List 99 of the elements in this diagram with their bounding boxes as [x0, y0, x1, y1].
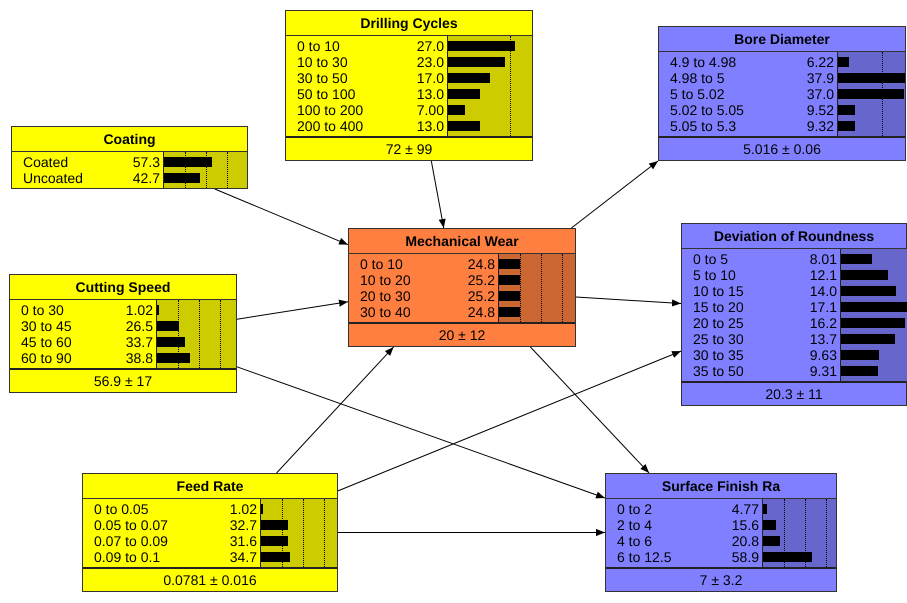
- mean-value: 7 ± 3.2: [698, 571, 744, 590]
- state-label: 100 to 200: [297, 102, 364, 118]
- probability-value: 12.1: [808, 267, 838, 283]
- probability-value: 26.5: [124, 318, 154, 334]
- state-label: 2 to 4: [617, 517, 654, 533]
- state-label: 5 to 10: [693, 267, 737, 283]
- state-label: 0.07 to 0.09: [94, 533, 169, 549]
- probability-value: 13.0: [416, 118, 445, 134]
- node-box: [348, 228, 576, 347]
- state-label: 15 to 20: [693, 299, 745, 315]
- probability-value: 32.7: [228, 517, 258, 533]
- probability-value: 57.3: [132, 154, 161, 170]
- mean-value: 20.3 ± 11: [764, 385, 824, 404]
- state-label: 5.02 to 5.05: [670, 102, 745, 118]
- mean-value: 0.0781 ± 0.016: [162, 571, 258, 590]
- mean-value: 20 ± 12: [438, 326, 486, 345]
- state-label: 0.09 to 0.1: [94, 549, 162, 565]
- state-label: 0.05 to 0.07: [94, 517, 169, 533]
- probability-value: 4.77: [730, 501, 760, 517]
- arrow: [430, 160, 446, 228]
- arrow: [214, 188, 348, 246]
- state-label: 60 to 90: [21, 350, 73, 366]
- arrow: [236, 366, 606, 498]
- probability-value: 9.52: [806, 102, 835, 118]
- state-label: 50 to 100: [297, 86, 356, 102]
- arrow: [576, 296, 682, 307]
- probability-value: 31.6: [228, 533, 258, 549]
- probability-value: 17.0: [416, 70, 445, 86]
- probability-value: 8.01: [808, 251, 838, 267]
- node-box: [681, 223, 907, 406]
- probability-value: 24.8: [466, 304, 496, 320]
- state-label: 4.9 to 4.98: [670, 54, 738, 70]
- state-label: 6 to 12.5: [617, 549, 672, 565]
- probability-value: 25.2: [466, 288, 496, 304]
- arrow: [570, 160, 658, 228]
- state-label: 10 to 30: [297, 54, 349, 70]
- state-label: 0 to 5: [693, 251, 730, 267]
- arrow: [338, 528, 606, 536]
- state-label: 45 to 60: [21, 334, 73, 350]
- probability-value: 23.0: [416, 54, 445, 70]
- probability-value: 15.6: [730, 517, 760, 533]
- state-label: 5 to 5.02: [670, 86, 726, 102]
- probability-value: 42.7: [132, 170, 161, 186]
- probability-value: 9.31: [808, 363, 838, 379]
- mean-value: 72 ± 99: [384, 140, 434, 159]
- probability-value: 24.8: [466, 256, 496, 272]
- state-label: 200 to 400: [297, 118, 364, 134]
- probability-value: 9.32: [806, 118, 835, 134]
- probability-value: 27.0: [416, 38, 445, 54]
- probability-value: 33.7: [124, 334, 154, 350]
- mean-value: 56.9 ± 17: [92, 372, 154, 391]
- state-label: 0 to 0.05: [94, 501, 150, 517]
- state-label: 0 to 2: [617, 501, 654, 517]
- node-box: [285, 10, 533, 161]
- probability-value: 37.0: [806, 86, 835, 102]
- state-label: 0 to 10: [360, 256, 404, 272]
- probability-value: 1.02: [124, 302, 154, 318]
- probability-value: 1.02: [228, 501, 258, 517]
- probability-value: 13.7: [808, 331, 838, 347]
- state-label: 20 to 25: [693, 315, 745, 331]
- state-label: 5.05 to 5.3: [670, 118, 738, 134]
- probability-value: 16.2: [808, 315, 838, 331]
- mean-value: 5.016 ± 0.06: [742, 140, 822, 159]
- arrow: [276, 346, 394, 474]
- state-label: Coated: [23, 154, 70, 170]
- probability-value: 14.0: [808, 283, 838, 299]
- node-box: [11, 126, 248, 189]
- arrow: [530, 346, 650, 474]
- state-label: 0 to 10: [297, 38, 341, 54]
- probability-value: 58.9: [730, 549, 760, 565]
- state-label: 35 to 50: [693, 363, 745, 379]
- state-label: 0 to 30: [21, 302, 65, 318]
- state-label: 20 to 30: [360, 288, 412, 304]
- state-label: 4.98 to 5: [670, 70, 726, 86]
- probability-value: 34.7: [228, 549, 258, 565]
- probability-value: 38.8: [124, 350, 154, 366]
- state-label: 10 to 20: [360, 272, 412, 288]
- probability-value: 20.8: [730, 533, 760, 549]
- probability-value: 37.9: [806, 70, 835, 86]
- state-label: 10 to 15: [693, 283, 745, 299]
- node-box: [658, 26, 906, 161]
- arrow: [236, 300, 348, 320]
- probability-value: 25.2: [466, 272, 496, 288]
- state-label: 30 to 35: [693, 347, 745, 363]
- probability-value: 7.00: [416, 102, 445, 118]
- state-label: 30 to 50: [297, 70, 349, 86]
- state-label: 30 to 40: [360, 304, 412, 320]
- probability-value: 17.1: [808, 299, 838, 315]
- state-label: 25 to 30: [693, 331, 745, 347]
- node-box: [82, 473, 338, 592]
- probability-value: 6.22: [806, 54, 835, 70]
- state-label: Uncoated: [23, 170, 84, 186]
- probability-value: 9.63: [808, 347, 838, 363]
- probability-value: 13.0: [416, 86, 445, 102]
- state-label: 30 to 45: [21, 318, 73, 334]
- node-box: [605, 473, 837, 592]
- node-box: [9, 274, 237, 393]
- arrow: [338, 350, 682, 492]
- state-label: 4 to 6: [617, 533, 654, 549]
